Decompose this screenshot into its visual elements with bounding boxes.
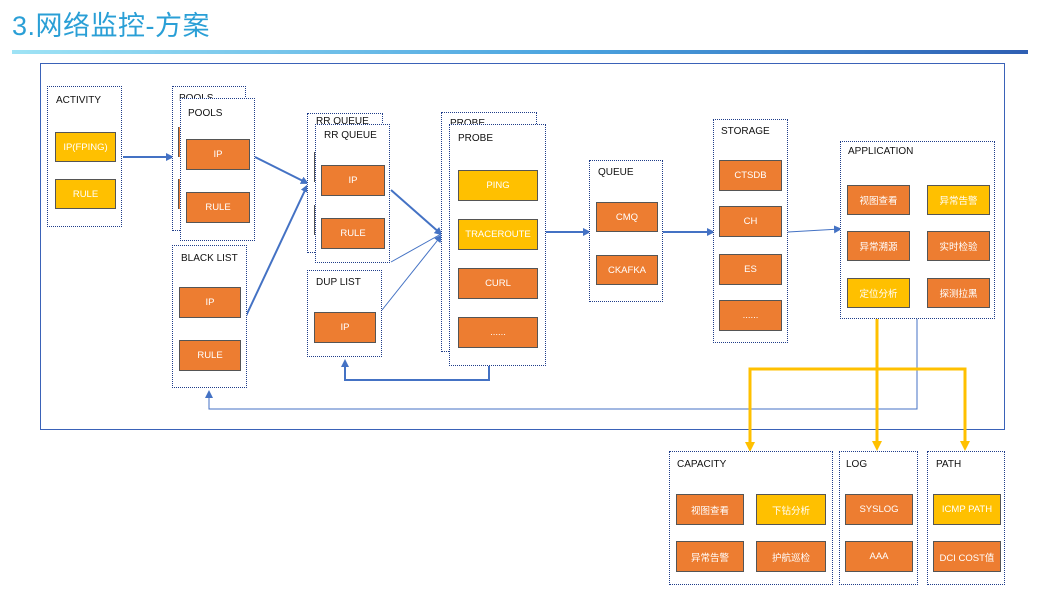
capacity-group: CAPACITY 视图查看 下钻分析 异常告警 护航巡检	[669, 451, 833, 585]
capacity-inspect-box: 护航巡检	[756, 541, 826, 572]
arrow-storage-to-application	[787, 225, 842, 234]
title-underline	[12, 50, 1028, 54]
pools-group: POOLS IP RULE	[180, 98, 255, 241]
storage-ctsdb-box: CTSDB	[719, 160, 782, 191]
queue-group: QUEUE CMQ CKAFKA	[589, 160, 663, 302]
log-aaa-box: AAA	[845, 541, 913, 572]
probe-more-box: ......	[458, 317, 538, 348]
app-locate-box: 定位分析	[847, 278, 910, 308]
activity-group: ACTIVITY IP(FPING) RULE	[47, 86, 122, 227]
activity-rule-box: RULE	[55, 179, 116, 209]
queue-cmq-box: CMQ	[596, 202, 658, 232]
log-group: LOG SYSLOG AAA	[839, 451, 918, 585]
storage-group: STORAGE CTSDB CH ES ......	[713, 119, 788, 343]
log-label: LOG	[846, 459, 868, 470]
capacity-view-box: 视图查看	[676, 494, 744, 525]
page-title: 3.网络监控-方案	[12, 11, 211, 41]
capacity-label: CAPACITY	[677, 459, 727, 470]
black-list-rule-box: RULE	[179, 340, 241, 371]
dup-list-group: DUP LIST IP	[307, 270, 382, 357]
arrow-pools-to-rrqueue	[254, 156, 309, 184]
app-realtime-box: 实时检验	[927, 231, 990, 261]
activity-label: ACTIVITY	[56, 95, 102, 106]
pools-ip-box: IP	[186, 139, 250, 170]
flow-arrows	[123, 153, 918, 410]
app-view-box: 视图查看	[847, 185, 910, 215]
app-trace-box: 异常溯源	[847, 231, 910, 261]
probe-group: PROBE PING TRACEROUTE CURL ......	[449, 124, 546, 366]
queue-ckafka-box: CKAFKA	[596, 255, 658, 285]
black-list-label: BLACK LIST	[181, 253, 238, 264]
path-dci-box: DCI COST值	[933, 541, 1001, 572]
probe-traceroute-box: TRACEROUTE	[458, 219, 538, 250]
arrow-locate-to-capacity-path	[748, 367, 970, 451]
storage-es-box: ES	[719, 254, 782, 285]
app-alarm-box: 异常告警	[927, 185, 990, 215]
capacity-alarm-box: 异常告警	[676, 541, 744, 572]
probe-curl-box: CURL	[458, 268, 538, 299]
storage-ch-box: CH	[719, 206, 782, 237]
path-icmp-box: ICMP PATH	[933, 494, 1001, 525]
application-group: APPLICATION 视图查看 异常告警 异常溯源 实时检验 定位分析 探测拉…	[840, 141, 995, 319]
rr-queue-rule-box: RULE	[321, 218, 385, 249]
queue-label: QUEUE	[598, 167, 634, 178]
capacity-drill-box: 下钻分析	[756, 494, 826, 525]
storage-more-box: ......	[719, 300, 782, 331]
black-list-group: BLACK LIST IP RULE	[172, 245, 247, 388]
arrow-duplist-to-probe	[381, 234, 443, 311]
black-list-ip-box: IP	[179, 287, 241, 318]
probe-ping-box: PING	[458, 170, 538, 201]
yellow-arrows	[745, 311, 970, 452]
path-group: PATH ICMP PATH DCI COST值	[927, 451, 1005, 585]
probe-back-label: PROBE	[450, 118, 485, 129]
pools-label: POOLS	[188, 108, 223, 119]
app-blacklist-box: 探测拉黑	[927, 278, 990, 308]
rr-queue-group: RR QUEUE IP RULE	[315, 124, 390, 263]
arrow-rrqueue-to-probe	[390, 189, 443, 236]
storage-label: STORAGE	[721, 126, 770, 137]
application-label: APPLICATION	[848, 146, 914, 157]
probe-label: PROBE	[458, 133, 494, 144]
activity-ip-box: IP(FPING)	[55, 132, 116, 162]
path-label: PATH	[936, 459, 962, 470]
rr-queue-back-label: RR QUEUE	[316, 116, 369, 127]
dup-list-ip-box: IP	[314, 312, 376, 343]
pools-rule-box: RULE	[186, 192, 250, 223]
arrow-application-to-blacklist	[205, 319, 918, 410]
arrow-probe-to-rrqueue-thin	[390, 233, 442, 263]
system-frame	[40, 63, 1005, 430]
arrow-probe-to-duplist	[341, 359, 490, 381]
log-syslog-box: SYSLOG	[845, 494, 913, 525]
dup-list-label: DUP LIST	[316, 277, 361, 288]
arrow-blacklist-to-rrqueue	[245, 184, 309, 317]
rr-queue-label: RR QUEUE	[324, 130, 377, 141]
rr-queue-ip-box: IP	[321, 165, 385, 196]
